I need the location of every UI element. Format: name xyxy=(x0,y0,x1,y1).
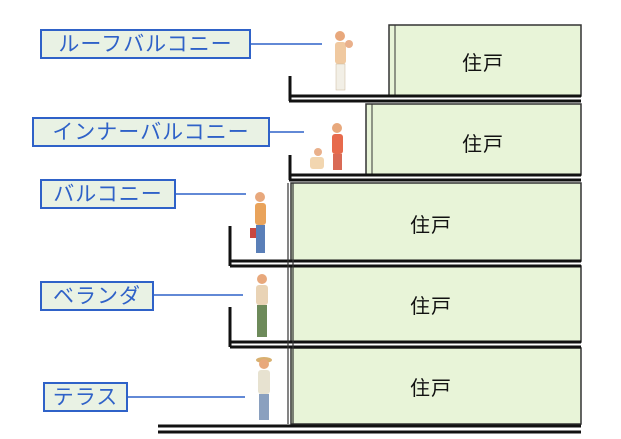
label-veranda: ベランダ xyxy=(40,281,154,311)
unit-label-floor-2: 住戸 xyxy=(410,294,452,318)
label-balcony: バルコニー xyxy=(40,179,176,209)
unit-floor-5 xyxy=(388,24,582,97)
unit-floor-2 xyxy=(290,265,582,343)
unit-floor-3 xyxy=(290,182,582,262)
unit-label-floor-4: 住戸 xyxy=(462,132,504,156)
person-terrace-icon xyxy=(256,357,272,420)
unit-label-floor-3: 住戸 xyxy=(410,213,452,237)
unit-label-floor-5: 住戸 xyxy=(462,51,504,75)
unit-label-floor-1: 住戸 xyxy=(410,376,452,400)
label-terrace: テラス xyxy=(43,382,128,412)
unit-floor-1 xyxy=(290,347,582,425)
railings xyxy=(228,76,292,347)
label-inner-balcony: インナーバルコニー xyxy=(32,117,270,147)
unit-floor-4 xyxy=(365,103,582,176)
connector-lines xyxy=(128,43,322,398)
person-roof-icon xyxy=(335,31,353,91)
person-balcony-icon xyxy=(250,192,266,253)
label-roof-balcony: ルーフバルコニー xyxy=(40,29,251,59)
person-veranda-icon xyxy=(256,274,268,337)
person-inner-icon xyxy=(310,123,343,170)
